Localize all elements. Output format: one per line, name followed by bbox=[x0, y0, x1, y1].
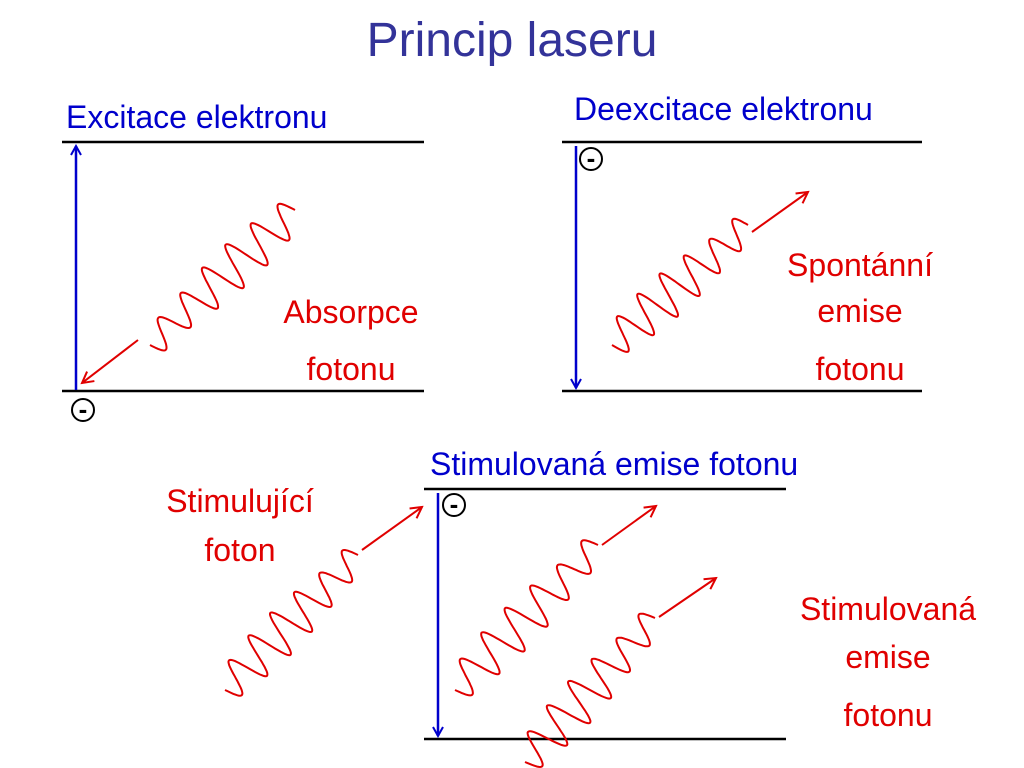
stimulated-panel: Stimulovaná emise fotonu - Stimulující f… bbox=[166, 446, 976, 768]
deexcitation-panel: Deexcitace elektronu - Spontánní emise f… bbox=[562, 91, 933, 393]
svg-text:-: - bbox=[450, 489, 459, 519]
absorbed-photon-wave bbox=[149, 202, 296, 352]
svg-text:-: - bbox=[587, 143, 596, 173]
absorption-label-line2: fotonu bbox=[307, 351, 396, 387]
absorption-label-line1: Absorpce bbox=[283, 294, 418, 330]
electron-marker: - bbox=[71, 394, 95, 424]
emitted-photon-wave-2 bbox=[524, 612, 656, 768]
stimulating-photon-arrow bbox=[361, 507, 422, 551]
emitted-photon-arrow-2 bbox=[658, 578, 716, 618]
stimulating-photon-wave bbox=[224, 549, 359, 697]
spontaneous-label-line3: fotonu bbox=[816, 351, 905, 387]
stimulated-heading: Stimulovaná emise fotonu bbox=[430, 446, 798, 482]
excitation-panel: Excitace elektronu - Absorpce fotonu bbox=[62, 99, 424, 424]
stimulating-label-line2: foton bbox=[204, 532, 275, 568]
svg-text:-: - bbox=[79, 394, 88, 424]
spontaneous-photon-arrow bbox=[751, 192, 808, 233]
emitted-photon-arrow-1 bbox=[601, 506, 656, 546]
emitted-photon-wave-1 bbox=[454, 539, 599, 697]
spontaneous-label-line1: Spontánní bbox=[787, 247, 933, 283]
electron-marker: - bbox=[579, 143, 603, 173]
page-title: Princip laseru bbox=[367, 14, 658, 67]
stimulated-emission-label-line3: fotonu bbox=[844, 697, 933, 733]
excitation-heading: Excitace elektronu bbox=[66, 99, 327, 135]
deexcitation-heading: Deexcitace elektronu bbox=[574, 91, 873, 127]
spontaneous-photon-wave bbox=[611, 217, 749, 353]
stimulated-emission-label-line1: Stimulovaná bbox=[800, 591, 976, 627]
stimulating-label-line1: Stimulující bbox=[166, 483, 314, 519]
spontaneous-label-line2: emise bbox=[817, 293, 902, 329]
absorbed-photon-arrow bbox=[82, 339, 139, 383]
stimulated-emission-label-line2: emise bbox=[845, 639, 930, 675]
electron-marker: - bbox=[442, 489, 466, 519]
